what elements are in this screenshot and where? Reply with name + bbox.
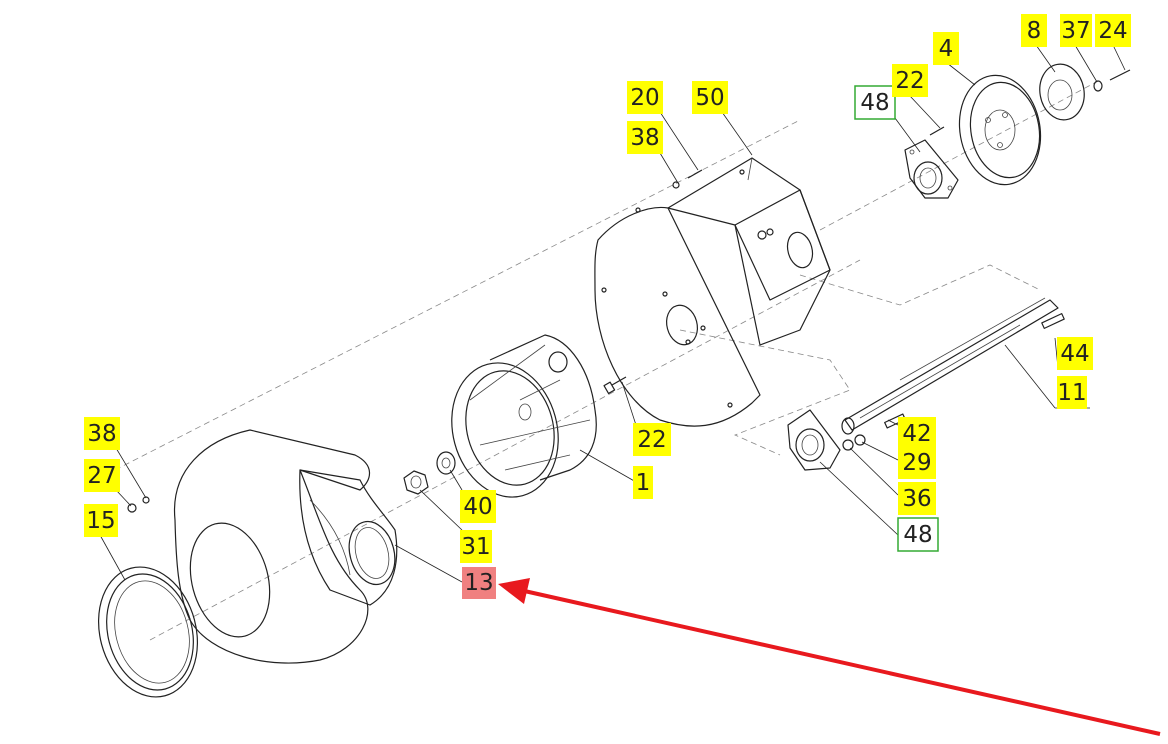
- label-1: 1: [633, 466, 653, 499]
- label-40: 40: [460, 490, 496, 523]
- flange-bearing-48-top: [904, 139, 959, 199]
- label-4: 4: [933, 32, 959, 65]
- svg-text:37: 37: [1061, 18, 1090, 44]
- svg-text:11: 11: [1057, 380, 1086, 406]
- label-8: 8: [1021, 14, 1047, 47]
- label-15: 15: [84, 504, 118, 537]
- svg-text:13: 13: [464, 570, 493, 596]
- gasket-ring-15: [97, 566, 199, 698]
- motor-frame-50: [667, 157, 831, 346]
- label-50: 50: [692, 81, 728, 114]
- leader-lines: [99, 44, 1126, 583]
- label-27: 27: [84, 459, 120, 492]
- nut-29: [854, 434, 866, 446]
- washer-40: [436, 451, 456, 475]
- svg-text:8: 8: [1027, 18, 1042, 44]
- fan-housing: [173, 429, 398, 664]
- svg-text:42: 42: [902, 421, 931, 447]
- back-plate: [594, 206, 761, 427]
- svg-text:48: 48: [860, 90, 889, 116]
- svg-text:38: 38: [630, 125, 659, 151]
- label-44: 44: [1057, 337, 1093, 370]
- washer-37: [1093, 80, 1103, 92]
- washer-36: [842, 439, 854, 451]
- label-48-top: 48: [854, 85, 896, 120]
- pulley-4: [958, 74, 1042, 186]
- svg-text:24: 24: [1098, 18, 1127, 44]
- svg-text:27: 27: [87, 463, 116, 489]
- label-37: 37: [1060, 14, 1092, 47]
- svg-text:36: 36: [902, 486, 931, 512]
- label-24: 24: [1095, 14, 1131, 47]
- label-38-top: 38: [627, 121, 663, 154]
- flange-bearing-48-bottom: [787, 409, 841, 471]
- label-22-lower: 22: [633, 423, 671, 456]
- svg-text:20: 20: [630, 85, 659, 111]
- svg-text:31: 31: [461, 534, 490, 560]
- bolt-22-top: [929, 126, 945, 136]
- shaft-11: [841, 297, 1059, 435]
- bolt-20-washer-38: [672, 169, 703, 189]
- svg-text:4: 4: [939, 36, 954, 62]
- svg-text:38: 38: [87, 421, 116, 447]
- impeller-1: [451, 334, 597, 498]
- assembly-axis-lines: [114, 79, 1101, 641]
- label-20: 20: [627, 81, 663, 114]
- svg-text:22: 22: [895, 68, 924, 94]
- small-nuts-27-38: [127, 496, 150, 513]
- svg-text:50: 50: [695, 85, 724, 111]
- label-22-top: 22: [892, 64, 928, 97]
- svg-text:15: 15: [86, 508, 115, 534]
- callout-labels: 8 37 24 4 20 50 48 22 38 44 11 38 27 15 …: [84, 14, 1131, 599]
- key-44: [1041, 313, 1065, 329]
- label-42: 42: [898, 417, 936, 450]
- label-38-left: 38: [84, 417, 120, 450]
- label-11: 11: [1057, 376, 1087, 409]
- svg-text:29: 29: [902, 450, 931, 476]
- nut-31: [403, 470, 429, 495]
- taper-bush-8: [1039, 63, 1085, 121]
- svg-text:22: 22: [637, 427, 666, 453]
- bolt-24: [1109, 69, 1131, 81]
- label-31: 31: [460, 530, 492, 563]
- red-pointer-arrow: [498, 578, 1161, 736]
- label-36: 36: [898, 482, 936, 515]
- svg-text:1: 1: [636, 470, 651, 496]
- label-29: 29: [898, 446, 936, 479]
- svg-text:48: 48: [903, 522, 932, 548]
- bolt-22-lower: [603, 376, 627, 395]
- svg-text:44: 44: [1060, 341, 1089, 367]
- label-48-bottom: 48: [897, 517, 939, 552]
- svg-text:40: 40: [463, 494, 492, 520]
- label-13: 13: [462, 567, 496, 599]
